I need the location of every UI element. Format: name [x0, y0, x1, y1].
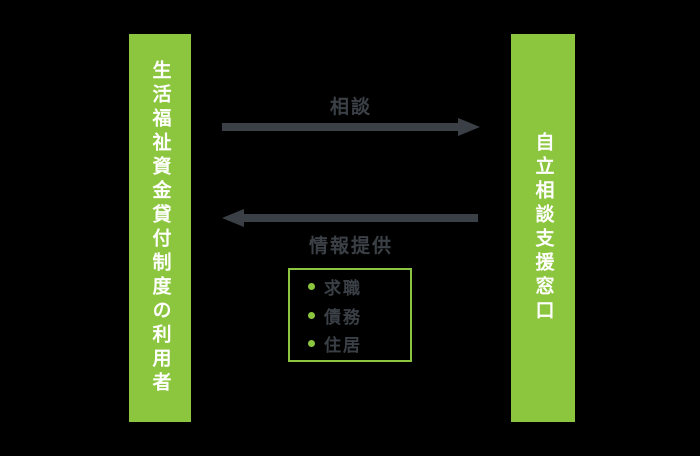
list-item-label: 住居	[324, 336, 362, 356]
list-item: 債務	[308, 303, 410, 328]
list-item-label: 求職	[324, 278, 362, 298]
arrow-shaft	[222, 123, 458, 131]
right-entity-label: 自立相談支援窓口	[532, 132, 554, 324]
left-entity-label: 生活福祉資金貸付制度の利用者	[149, 60, 171, 396]
list-item: 求職	[308, 274, 410, 299]
list-item: 住居	[308, 331, 410, 356]
information-arrow	[222, 209, 478, 227]
information-arrow-label: 情報提供	[308, 236, 393, 257]
bullet-icon	[308, 311, 315, 319]
consultation-arrow	[222, 118, 480, 136]
left-entity-box: 生活福祉資金貸付制度の利用者	[129, 34, 191, 422]
arrowhead-right-icon	[458, 118, 480, 136]
bullet-icon	[308, 340, 315, 348]
bullet-icon	[308, 282, 315, 290]
consultation-arrow-label: 相談	[329, 97, 372, 118]
list-item-label: 債務	[324, 307, 362, 327]
arrow-shaft	[244, 214, 478, 222]
arrowhead-left-icon	[222, 209, 244, 227]
right-entity-box: 自立相談支援窓口	[511, 34, 575, 422]
info-items-box: 求職 債務 住居	[288, 268, 412, 362]
